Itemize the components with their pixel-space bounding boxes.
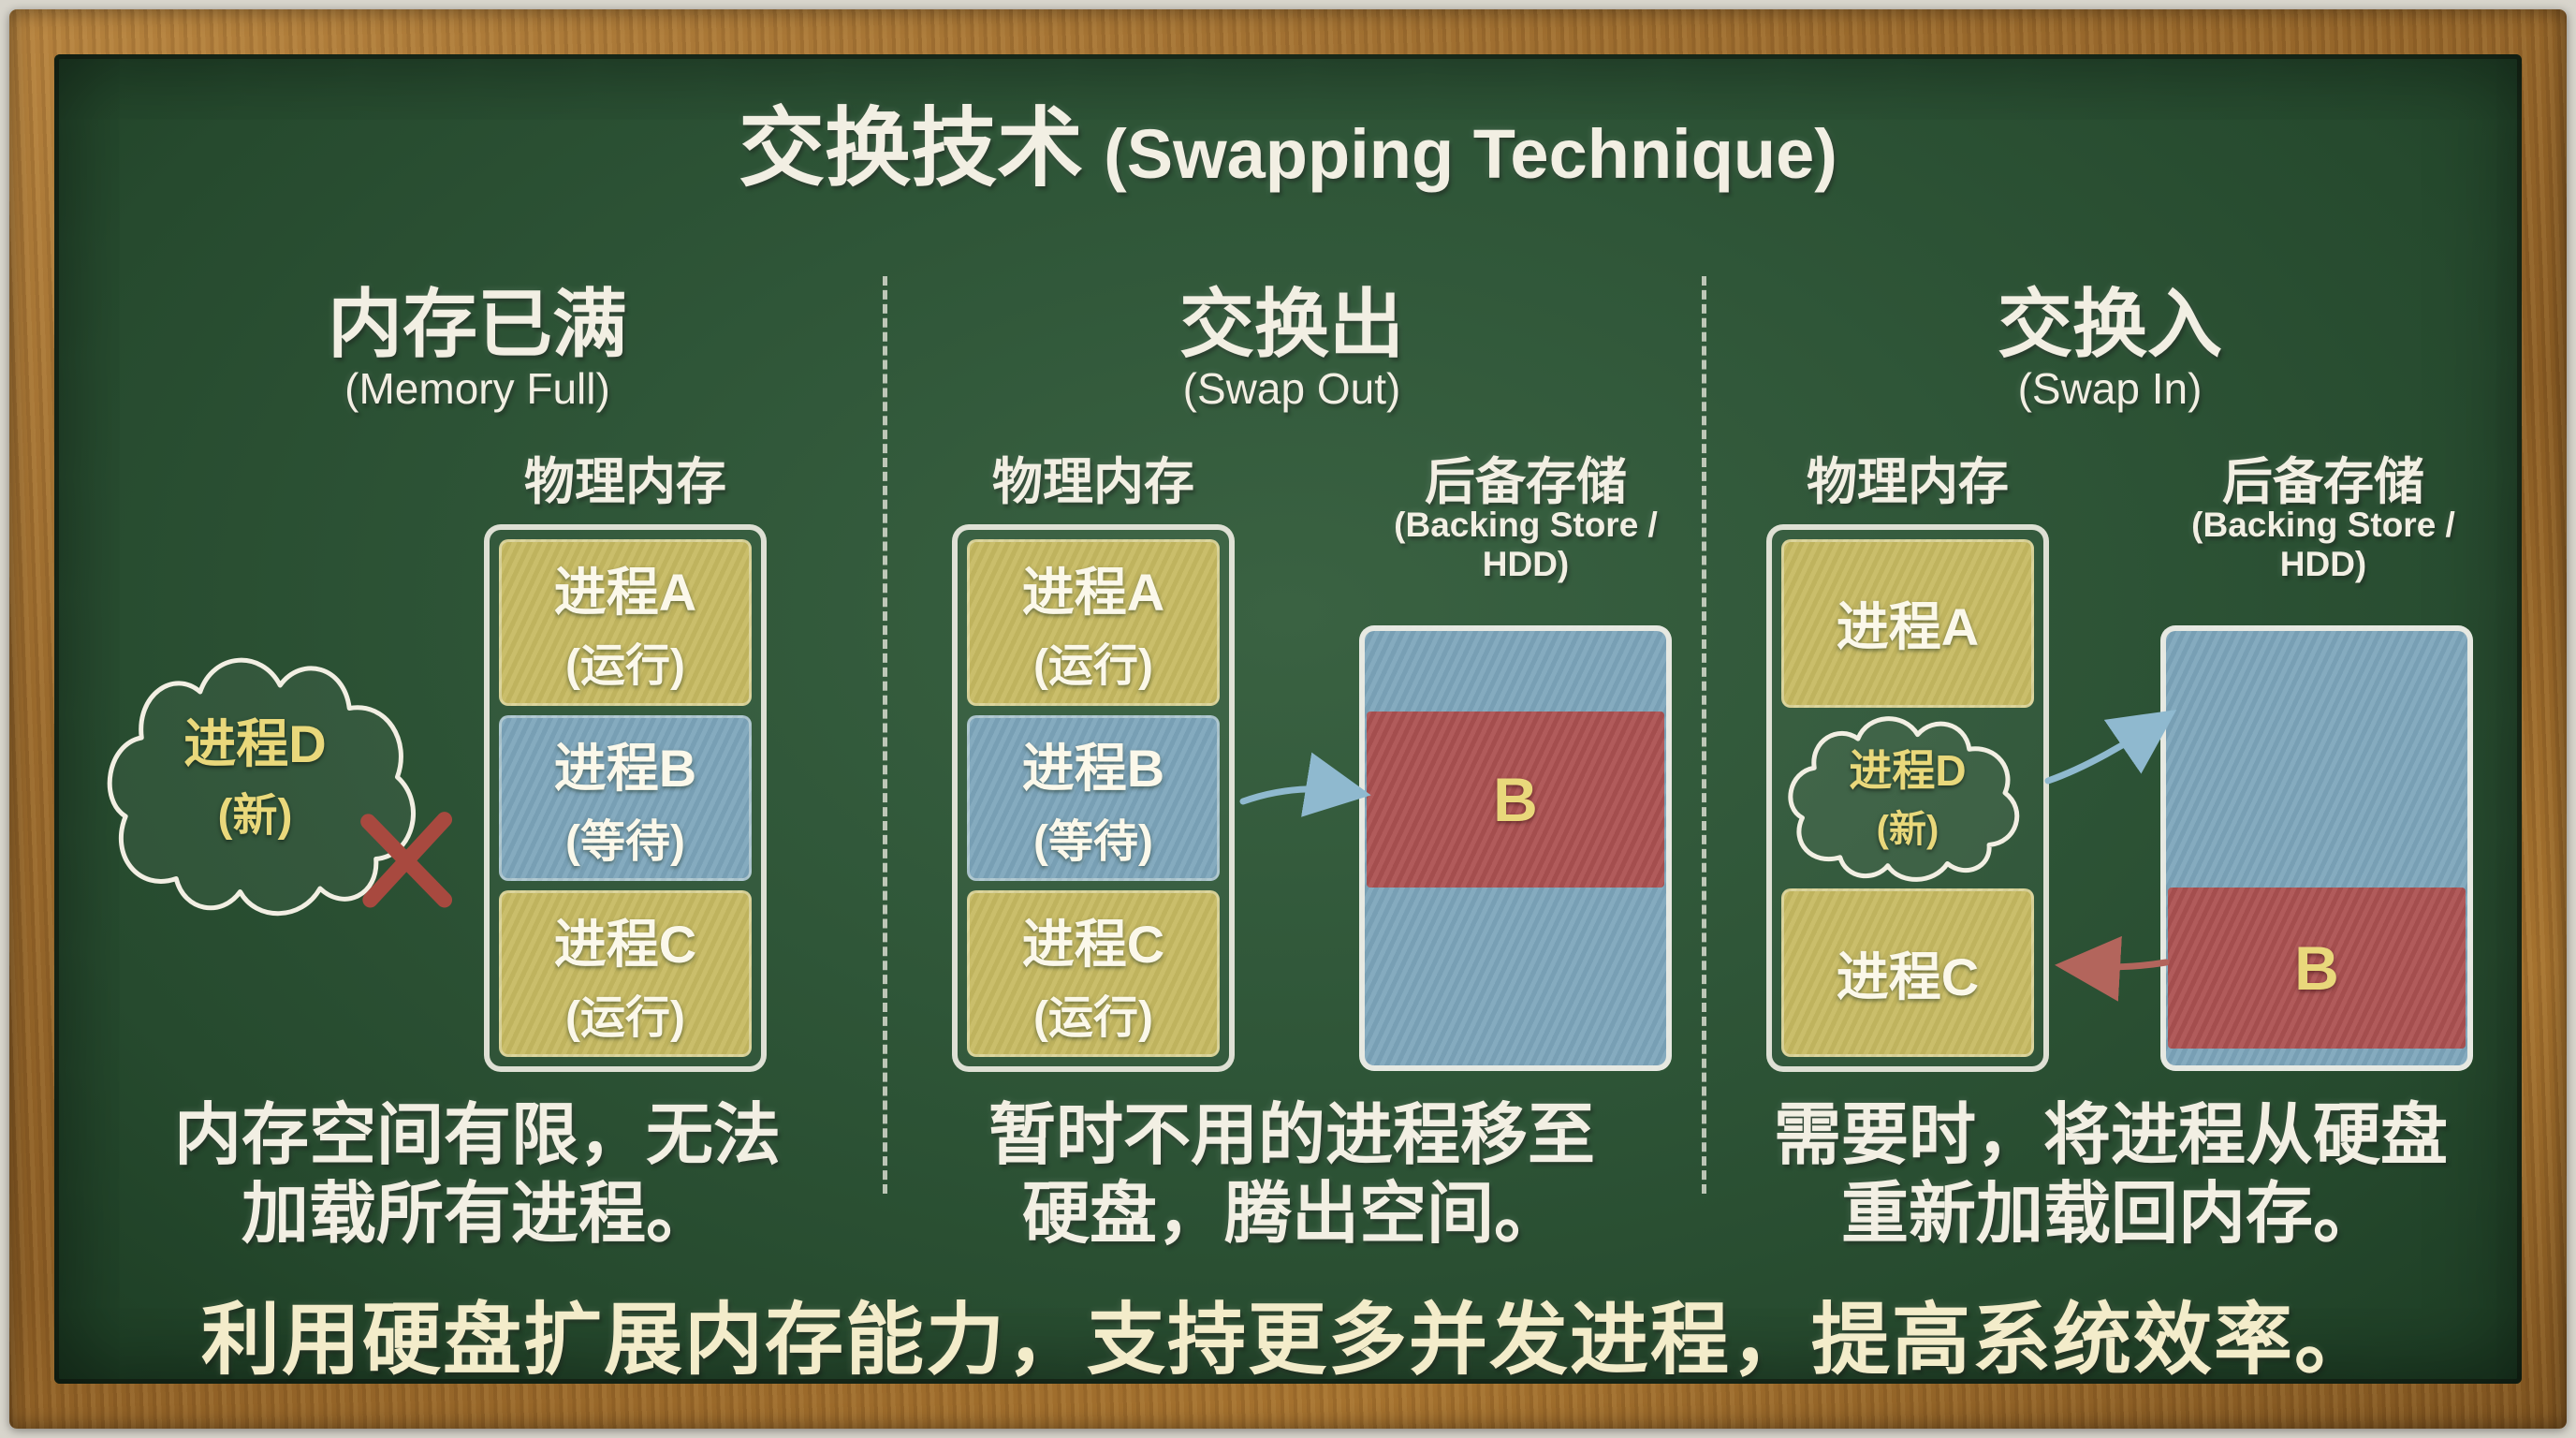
memory-label-middle: 物理内存 [992, 454, 1194, 510]
caption-line-1: 内存空间有限，无法 [173, 1098, 781, 1173]
heading-swap-out: 交换出 [1179, 283, 1404, 366]
process-name: 进程A [553, 563, 697, 623]
memory-label-right: 物理内存 [1807, 454, 2009, 510]
caption-memory-full: 内存空间有限，无法 加载所有进程。 [70, 1097, 885, 1254]
cloud-icon [94, 646, 440, 941]
process-state: (运行) [565, 641, 685, 692]
process-c-block: 进程C (运行) [967, 890, 1220, 1058]
process-state: (运行) [1033, 641, 1153, 692]
memory-block-middle: 进程A (运行) 进程B (等待) 进程C (运行) [952, 524, 1235, 1072]
process-b-block: 进程B (等待) [967, 714, 1220, 882]
panel-divider-right [1702, 276, 1706, 1194]
process-name: 进程D [183, 713, 327, 773]
process-a-block: 进程A (运行) [967, 539, 1220, 706]
heading-swap-out-en: (Swap Out) [1182, 364, 1401, 413]
cloud-icon [1778, 710, 2037, 897]
caption-line-2: 硬盘，腾出空间。 [1021, 1176, 1561, 1252]
caption-line-2: 重新加载回内存。 [1840, 1176, 2380, 1252]
process-b-block: 进程B (等待) [499, 714, 752, 882]
process-a-block: 进程A [1781, 539, 2034, 708]
process-a-block: 进程A (运行) [499, 539, 752, 706]
memory-block-left: 进程A (运行) 进程B (等待) 进程C (运行) [484, 524, 767, 1072]
memory-label-left: 物理内存 [524, 454, 726, 510]
heading-memory-full-en: (Memory Full) [344, 364, 610, 413]
backing-store-label-right: 后备存储 [2222, 454, 2424, 510]
swapped-process-label: B [1493, 765, 1538, 834]
process-state: (等待) [1033, 817, 1153, 867]
page-title: 交换技术 (Swapping Technique) [0, 79, 2576, 203]
title-english: (Swapping Technique) [1104, 115, 1837, 193]
swapped-b-block: B [2168, 888, 2466, 1049]
backing-store-sublabel-right: (Backing Store / HDD) [2191, 506, 2455, 583]
process-c-block: 进程C [1781, 888, 2034, 1058]
backing-store-label-middle: 后备存储 [1425, 454, 1627, 510]
process-name: 进程B [553, 739, 697, 798]
swap-in-arrow-icon [2055, 935, 2170, 1002]
process-state: (新) [217, 790, 293, 841]
swapped-process-label: B [2294, 933, 2339, 1003]
process-name: 进程B [1021, 739, 1165, 798]
swapped-b-block: B [1367, 712, 1664, 888]
swap-out-arrow-icon [1239, 752, 1371, 817]
backing-store-block-right: B [2160, 625, 2473, 1071]
backing-store-sublabel-middle: (Backing Store / HDD) [1394, 506, 1658, 583]
process-state: (运行) [565, 992, 685, 1043]
new-process-cloud: 进程D (新) [1778, 710, 2037, 897]
summary-text: 利用硬盘扩展内存能力，支持更多并发进程，提高系统效率。 [200, 1296, 2375, 1384]
backing-store-block-middle: B [1359, 625, 1672, 1071]
process-name: 进程D [1849, 746, 1967, 795]
x-mark-icon [360, 812, 453, 908]
process-name: 进程C [1836, 946, 1980, 1006]
caption-swap-in: 需要时，将进程从硬盘 重新加载回内存。 [1704, 1097, 2518, 1254]
caption-line-2: 加载所有进程。 [241, 1176, 713, 1252]
heading-swap-in: 交换入 [1998, 283, 2222, 366]
heading-swap-in-en: (Swap In) [2017, 364, 2203, 413]
swap-to-store-arrow-icon [2044, 710, 2177, 785]
caption-line-1: 需要时，将进程从硬盘 [1773, 1098, 2448, 1173]
panel-divider-left [883, 276, 887, 1194]
process-name: 进程A [1021, 563, 1165, 623]
title-chinese: 交换技术 [739, 101, 1084, 197]
memory-block-right: 进程A 进程C [1766, 524, 2049, 1072]
process-c-block: 进程C (运行) [499, 890, 752, 1058]
process-name: 进程C [1021, 914, 1165, 974]
heading-memory-full: 内存已满 [328, 283, 627, 366]
caption-line-1: 暂时不用的进程移至 [988, 1098, 1595, 1173]
process-state: (运行) [1033, 992, 1153, 1043]
caption-swap-out: 暂时不用的进程移至 硬盘，腾出空间。 [885, 1097, 1699, 1254]
process-state: (等待) [565, 817, 685, 867]
process-name: 进程C [553, 914, 697, 974]
new-process-cloud: 进程D (新) [94, 646, 440, 941]
process-name: 进程A [1836, 597, 1980, 657]
process-state: (新) [1876, 809, 1939, 850]
